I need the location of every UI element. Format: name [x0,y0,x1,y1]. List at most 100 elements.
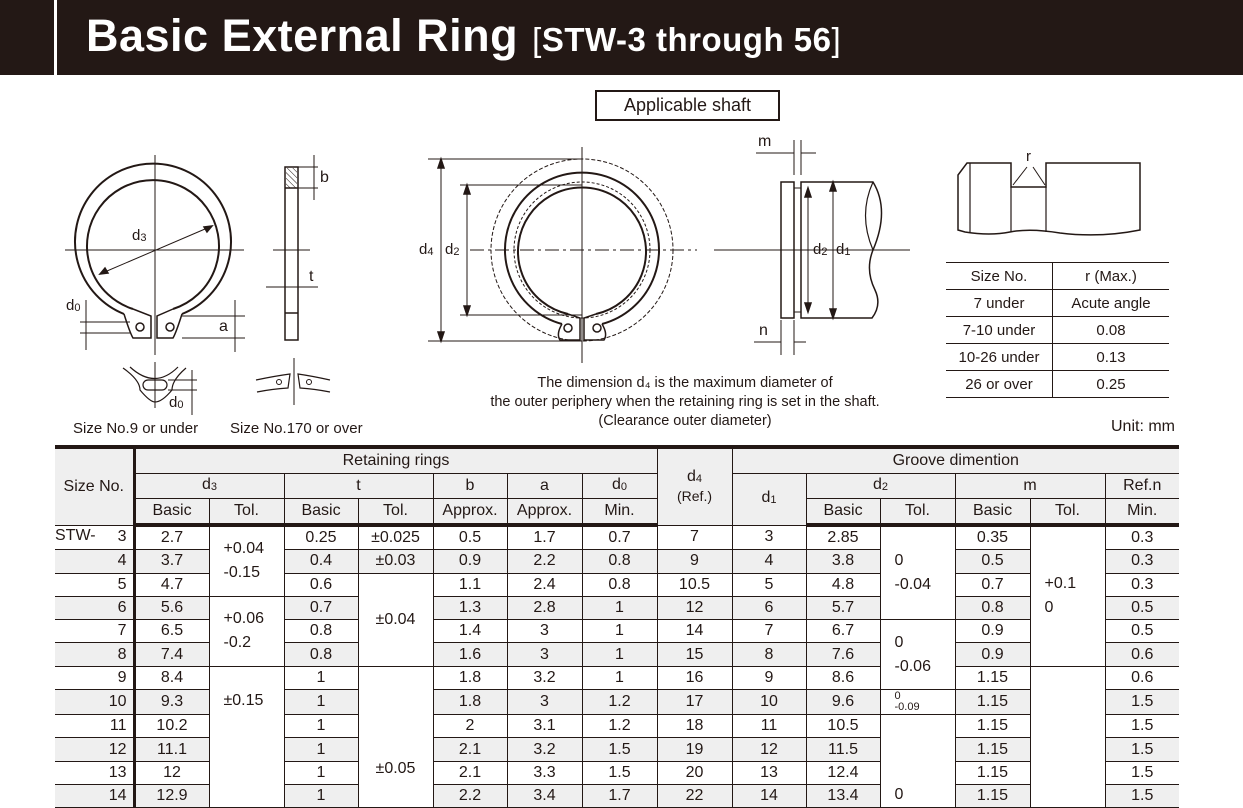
page-title: Basic External Ring[STW-3 through 56] [86,10,841,62]
b-approx: 0.9 [432,549,508,574]
b-approx: 1.6 [432,642,508,667]
m-basic: 1.15 [954,760,1031,785]
d4-ref: 18 [656,714,733,739]
size-no: 9 [55,665,136,691]
a-approx: 2.4 [506,572,583,597]
d2-basic: 10.5 [805,714,881,739]
d3-tol-lower: -0.15 [223,564,260,582]
d2-basic: 12.4 [805,760,881,785]
a-approx: 3.2 [506,665,583,691]
d2-basic: 6.7 [805,619,881,644]
a-approx: 3.3 [506,760,583,785]
d3-basic: 12 [133,760,210,785]
m-basic: 1.15 [954,783,1031,808]
label-d3: d3 [132,227,147,244]
header-groove-dimension: Groove dimention [731,445,1179,474]
label-m: m [758,133,772,150]
d2-tol-upper: 0 [894,689,901,702]
r-table-header: Size No. r (Max.) [946,262,1169,290]
ref-n-min: 1.5 [1104,760,1179,785]
title-bar: Basic External Ring[STW-3 through 56] [0,0,1243,75]
a-approx: 3.4 [506,783,583,808]
d0-min: 1.7 [581,783,658,808]
b-approx: 1.4 [432,619,508,644]
d0-min: 1 [581,595,658,621]
caption-size-170-over: Size No.170 or over [230,420,363,437]
title-divider [54,0,57,75]
d0-min: 1.5 [581,737,658,762]
header-d0-min: Min. [581,498,658,527]
d0-min: 1.2 [581,689,658,716]
b-approx: 2 [432,714,508,739]
size-no: 12 [55,737,136,762]
header-d1: d1 [731,473,807,526]
label-d2-side: d2 [813,241,828,258]
t-basic: 1 [283,665,359,691]
d2-basic: 5.7 [805,595,881,621]
size-no: STW-3 [55,524,136,551]
label-d1: d1 [836,241,851,258]
header-d3-basic: Basic [133,498,210,527]
d0-min: 1 [581,619,658,644]
d1: 4 [731,549,807,574]
b-approx: 2.1 [432,737,508,762]
a-approx: 3 [506,619,583,644]
t-basic: 0.7 [283,595,359,621]
header-a: a [506,473,583,499]
a-approx: 3.2 [506,737,583,762]
d2-tol: 0-0.09 [879,689,956,716]
t-basic: 0.25 [283,524,359,551]
a-approx: 3 [506,642,583,667]
r-size: 7-10 under [946,316,1053,344]
t-basic: 0.6 [283,572,359,597]
header-d2-basic: Basic [805,498,881,527]
b-approx: 1.3 [432,595,508,621]
header-n-min: Min. [1104,498,1179,527]
r-size: 26 or over [946,370,1053,398]
bracket-open: [ [532,21,542,58]
size-value: 10 [108,693,127,711]
size-no: 13 [55,760,136,785]
size-no: 8 [55,642,136,667]
subtitle-code: STW-3 [541,21,647,58]
d1: 8 [731,642,807,667]
ref-n-min: 0.3 [1104,549,1179,574]
size-value: 12 [108,740,127,758]
b-approx: 1.1 [432,572,508,597]
d3-basic: 6.5 [133,619,210,644]
d2-tol-lower: -0.09 [894,700,920,713]
header-a-approx: Approx. [506,498,583,527]
header-ref-n: Ref.n [1104,473,1179,499]
m-basic: 1.15 [954,714,1031,739]
note-line-2: the outer periphery when the retaining r… [490,394,880,410]
d2-basic: 3.8 [805,549,881,574]
header-m: m [954,473,1106,499]
m-basic: 0.8 [954,595,1031,621]
d3-basic: 3.7 [133,549,210,574]
ref-n-min: 1.5 [1104,783,1179,808]
m-basic: 0.35 [954,524,1031,551]
a-approx: 2.2 [506,549,583,574]
header-t-tol: Tol. [357,498,434,527]
d1: 10 [731,689,807,716]
header-m-basic: Basic [954,498,1031,527]
d4-ref: 14 [656,619,733,644]
t-tol: ±0.03 [357,549,434,574]
r-header-size: Size No. [946,262,1053,290]
size-value: 7 [117,622,127,640]
d3-basic: 5.6 [133,595,210,621]
d2-basic: 8.6 [805,665,881,691]
size-value: 9 [117,668,127,686]
unit-label: Unit: mm [1111,418,1175,435]
r-value: Acute angle [1052,289,1169,317]
d4-note: The dimension d₄ is the maximum diameter… [440,374,930,431]
b-approx: 2.2 [432,783,508,808]
header-size-no: Size No. [55,445,136,526]
size-prefix: STW- [55,526,96,544]
d4-ref: 9 [656,549,733,574]
d1: 14 [731,783,807,808]
